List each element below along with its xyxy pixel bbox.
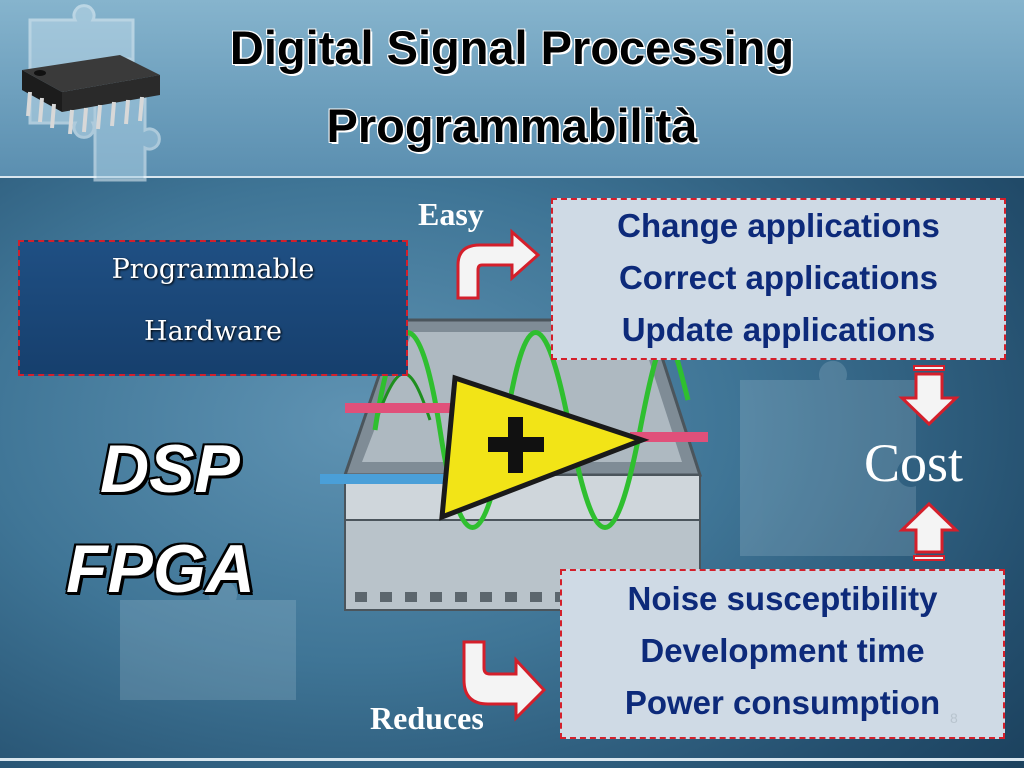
reductions-box: Noise susceptibility Development time Po…	[560, 569, 1005, 739]
waveform-icon	[372, 330, 691, 530]
programmable-hardware-box: Programmable Hardware	[18, 240, 408, 376]
hardware-box-line-2: Hardware	[144, 316, 282, 347]
benefits-box: Change applications Correct applications…	[551, 198, 1006, 360]
dsp-label: DSP	[100, 431, 240, 507]
footer-divider	[0, 758, 1024, 761]
benefit-item: Update applications	[621, 311, 936, 348]
curved-arrow-icon	[456, 228, 541, 300]
hardware-box-line-1: Programmable	[111, 254, 315, 285]
fpga-label: FPGA	[66, 531, 255, 607]
benefit-item: Change applications	[617, 207, 940, 244]
reduces-label: Reduces	[370, 700, 484, 736]
slide-title: Digital Signal Processing	[229, 21, 795, 74]
ic-chip-icon	[22, 55, 160, 135]
reduction-item: Development time	[640, 632, 925, 669]
benefit-item: Correct applications	[618, 259, 939, 296]
reduction-item: Power consumption	[624, 684, 941, 721]
curved-arrow-icon	[462, 640, 547, 722]
amplifier-icon	[439, 374, 650, 521]
page-number: 8	[950, 710, 958, 726]
easy-label: Easy	[418, 196, 484, 232]
slide-subtitle: Programmabilità	[326, 99, 698, 152]
up-arrow-icon	[898, 501, 960, 561]
slide-header	[0, 0, 1024, 178]
input-signal-line	[345, 403, 465, 413]
cost-label: Cost	[864, 433, 964, 493]
reduction-item: Noise susceptibility	[627, 580, 938, 617]
down-arrow-icon	[898, 365, 960, 427]
